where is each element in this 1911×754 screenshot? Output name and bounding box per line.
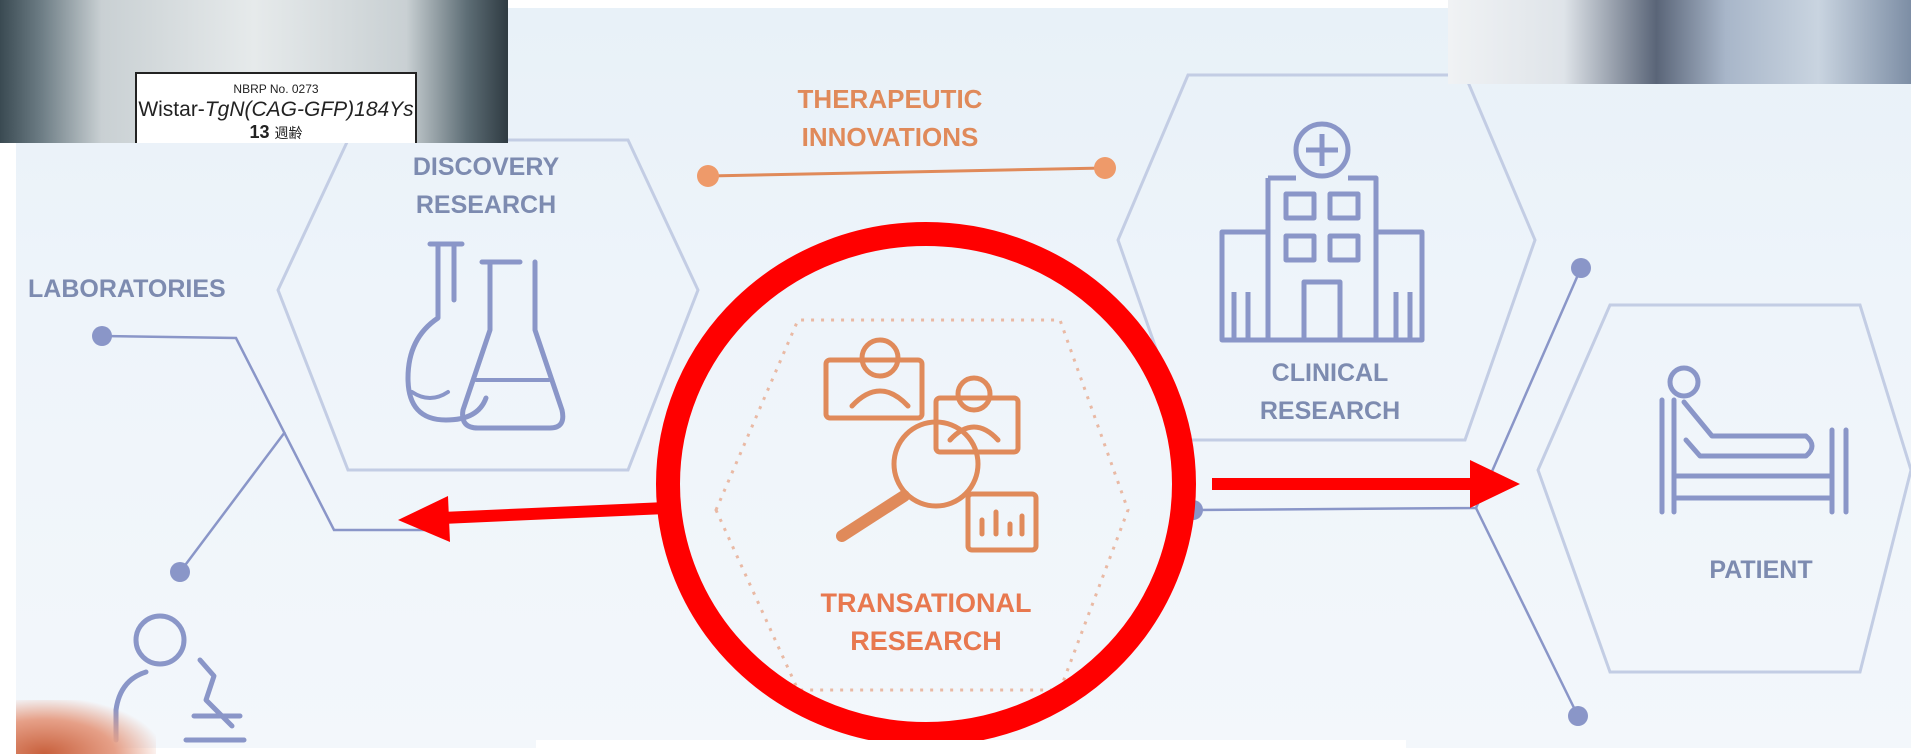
patient-node-bottom	[1568, 706, 1588, 726]
innovation-node-left	[697, 165, 719, 187]
discovery-label-line1: DISCOVERY	[412, 153, 560, 181]
patient-bed-icon	[1659, 365, 1849, 515]
clinical-node-top	[1571, 258, 1591, 278]
scientist-node	[170, 562, 190, 582]
scientist-microscope-icon	[113, 613, 247, 743]
therapeutic-label-line1: THERAPEUTIC	[797, 84, 983, 114]
strain-prefix: Wistar-	[138, 98, 205, 121]
patient-connector	[1192, 267, 1583, 717]
strain-italic: TgN(CAG-GFP)184Ys	[204, 98, 414, 121]
researchers-magnifier-icon	[823, 337, 1039, 553]
discovery-label-line2: RESEARCH	[415, 191, 557, 219]
age-unit: 週齢	[274, 125, 303, 141]
clinical-label-line2: RESEARCH	[1259, 397, 1401, 425]
bottom-white-band	[536, 740, 1406, 754]
laboratories-label: LABORATORIES	[28, 275, 226, 303]
clinical-research-label: CLINICAL RESEARCH	[1230, 354, 1430, 430]
translational-research-label: TRANSATIONAL RESEARCH	[796, 584, 1056, 660]
translational-hexagon	[714, 318, 1130, 692]
age-number: 13	[249, 122, 270, 142]
innovation-timeline	[707, 166, 1106, 178]
therapeutic-innovations-label: THERAPEUTIC INNOVATIONS	[780, 80, 1000, 156]
arrow-left	[398, 496, 667, 542]
foreground-blur	[16, 700, 156, 754]
therapeutic-label-line2: INNOVATIONS	[801, 122, 979, 152]
nbrp-number: NBRP No. 0273	[233, 82, 319, 96]
laboratories-connector	[101, 334, 440, 573]
highlight-circle	[656, 222, 1196, 746]
discovery-research-label: DISCOVERY RESEARCH	[386, 148, 586, 224]
flasks-icon	[405, 241, 566, 431]
patient-label: PATIENT	[1709, 556, 1813, 584]
clinical-label-line1: CLINICAL	[1271, 359, 1389, 387]
strain-name: Wistar-TgN(CAG-GFP)184Ys	[137, 98, 415, 122]
jar-label: NBRP No. 0273 Wistar-TgN(CAG-GFP)184Ys 1…	[135, 72, 417, 143]
hospital-icon	[1219, 121, 1425, 343]
laboratories-node	[92, 326, 112, 346]
innovation-node-right	[1094, 157, 1116, 179]
translational-label-line2: RESEARCH	[850, 626, 1002, 656]
patient-hexagon	[1536, 303, 1911, 674]
arrow-right	[1212, 460, 1520, 508]
translational-label-line1: TRANSATIONAL	[820, 588, 1032, 618]
age-weeks: 13 週齢	[137, 122, 415, 143]
rat-jar-photo: NBRP No. 0273 Wistar-TgN(CAG-GFP)184Ys 1…	[0, 0, 508, 143]
clinical-photo	[1448, 0, 1911, 84]
